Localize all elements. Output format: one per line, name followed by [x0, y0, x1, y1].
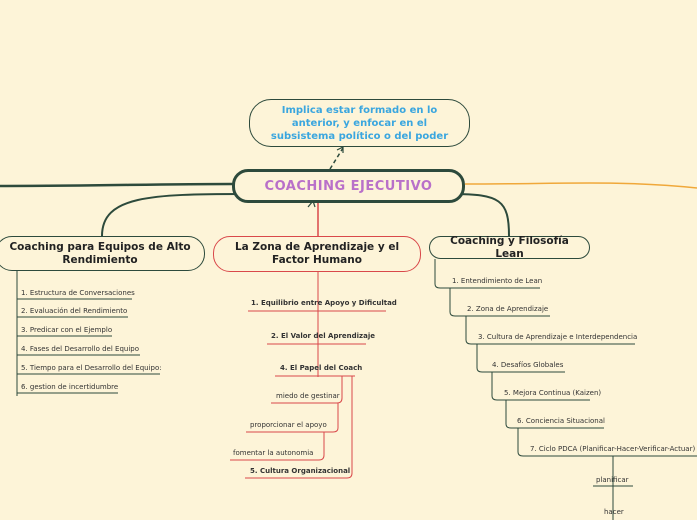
mid-item-5[interactable]: 5. Cultura Organizacional: [250, 467, 351, 475]
right-item-2[interactable]: 2. Zona de Aprendizaje: [467, 305, 549, 313]
left-item-3[interactable]: 3. Predicar con el Ejemplo: [21, 326, 113, 334]
right-item-6[interactable]: 6. Conciencia Situacional: [517, 417, 605, 425]
coach-subitem-2[interactable]: proporcionar el apoyo: [250, 421, 327, 429]
pdca-subitem-1[interactable]: planificar: [596, 476, 629, 484]
connector-central-left-edge: [0, 182, 234, 188]
left-item-4[interactable]: 4. Fases del Desarrollo del Equipo: [21, 345, 140, 353]
pdca-subitem-2[interactable]: hacer: [604, 508, 624, 517]
arrow-callout: [336, 146, 344, 153]
right-item-5[interactable]: 5. Mejora Continua (Kaizen): [504, 389, 602, 397]
right-item-7[interactable]: 7. Ciclo PDCA (Planificar-Hacer-Verifica…: [530, 445, 696, 453]
connector-central-right-edge: [464, 182, 697, 189]
connector-callout: [329, 147, 344, 170]
right-item-3[interactable]: 3. Cultura de Aprendizaje e Interdepende…: [478, 333, 638, 341]
right-item-1[interactable]: 1. Entendimiento de Lean: [452, 277, 543, 285]
central-topic-label: COACHING EJECUTIVO: [264, 178, 433, 194]
connector-central-right-branch: [451, 193, 510, 237]
branch-left-title: Coaching para Equipos de Alto Rendimient…: [9, 240, 191, 266]
callout-bubble[interactable]: Implica estar formado en lo anterior, y …: [249, 99, 470, 147]
branch-right[interactable]: Coaching y Filosofía Lean: [429, 234, 590, 260]
branch-middle[interactable]: La Zona de Aprendizaje y el Factor Human…: [213, 236, 421, 272]
branch-left[interactable]: Coaching para Equipos de Alto Rendimient…: [0, 236, 205, 271]
mid-item-4[interactable]: 4. El Papel del Coach: [280, 364, 363, 372]
left-item-6[interactable]: 6. gestion de incertidumbre: [21, 383, 119, 391]
central-topic[interactable]: COACHING EJECUTIVO: [232, 169, 465, 203]
branch-right-title: Coaching y Filosofía Lean: [450, 234, 569, 260]
branch-middle-title: La Zona de Aprendizaje y el Factor Human…: [234, 241, 400, 266]
left-item-2[interactable]: 2. Evaluación del Rendimiento: [21, 307, 128, 315]
mid-item-1[interactable]: 1. Equilibrio entre Apoyo y Dificultad: [251, 299, 397, 307]
pdca-subitem-2-label: hacer: [604, 508, 624, 516]
connector-central-left-branch: [101, 193, 246, 237]
left-item-1[interactable]: 1. Estructura de Conversaciones: [21, 289, 135, 297]
callout-text: Implica estar formado en lo anterior, y …: [270, 104, 449, 142]
right-item-4[interactable]: 4. Desafíos Globales: [492, 361, 564, 369]
coach-subitem-3[interactable]: fomentar la autonomia: [233, 449, 314, 457]
coach-subitem-1[interactable]: miedo de gestinar: [276, 392, 340, 400]
mid-item-2[interactable]: 2. El Valor del Aprendizaje: [271, 332, 376, 340]
left-item-5[interactable]: 5. Tiempo para el Desarrollo del Equipo:: [21, 364, 162, 372]
